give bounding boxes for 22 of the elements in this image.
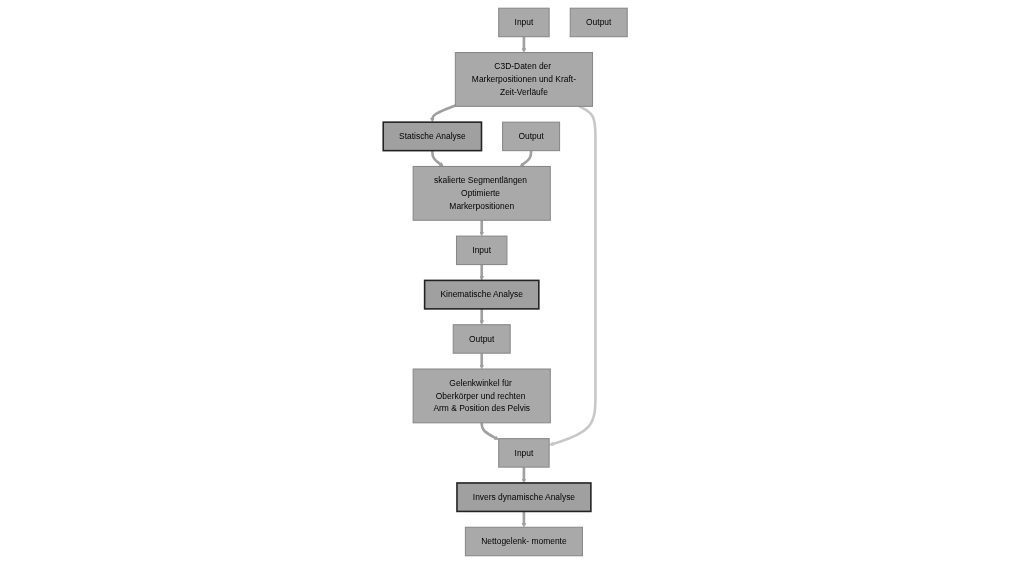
- arrow: [549, 105, 598, 447]
- arrow: [479, 264, 485, 281]
- node-box: Statische Analyse: [382, 121, 483, 152]
- node-box: Input: [456, 235, 508, 266]
- arrow: [519, 150, 533, 167]
- node-box: Input: [498, 438, 550, 468]
- arrow: [479, 220, 485, 237]
- arrow: [479, 353, 485, 370]
- arrow: [479, 308, 485, 325]
- node-box: Output: [453, 324, 511, 354]
- arrow: [480, 422, 500, 440]
- node-box: Output: [570, 7, 629, 38]
- arrow: [430, 104, 457, 123]
- node-box: Kinematische Analyse: [424, 279, 540, 310]
- node-box: C3D-Daten der Markerpositionen und Kraft-Zeit-Verläufe: [455, 52, 594, 107]
- arrow: [431, 150, 445, 167]
- node-box: Invers dynamische Analyse: [456, 482, 592, 513]
- node-box: Gelenkwinkel für Oberkörper und rechten Arm & Position des Pelvis: [412, 368, 552, 424]
- node-box: Output: [502, 121, 561, 152]
- node-box: Nettogelenk- momente: [465, 526, 584, 557]
- node-box: Input: [498, 7, 550, 38]
- node-box: skalierte Segmentlängen Optimierte Markerpositionen: [412, 165, 552, 221]
